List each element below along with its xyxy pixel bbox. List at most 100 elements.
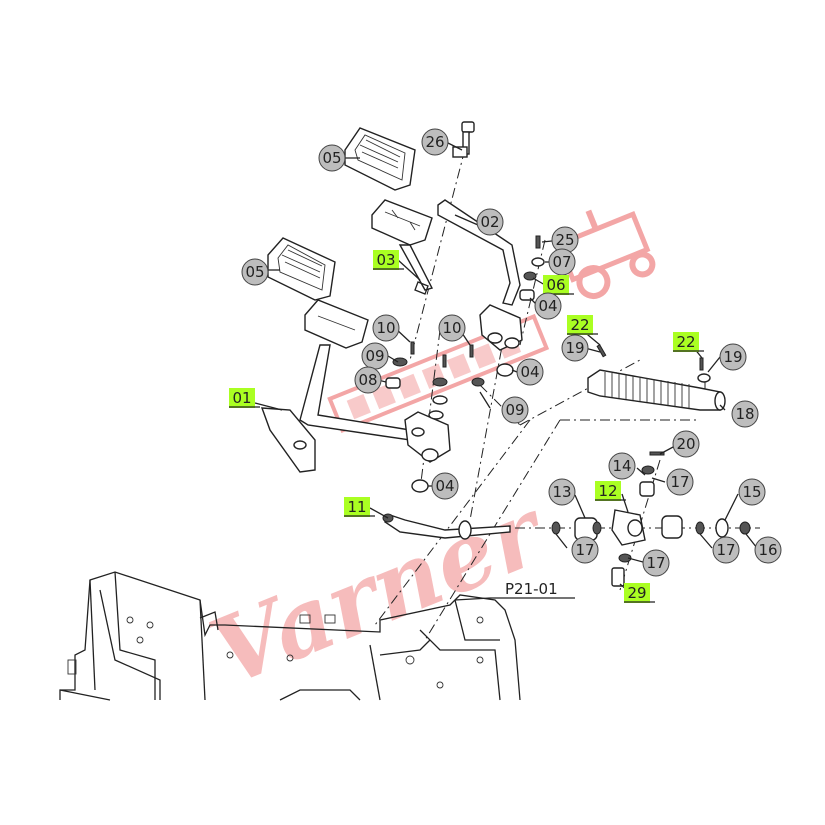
callout-label: 16	[758, 541, 777, 559]
shaft-hardware	[551, 451, 751, 587]
callout-bubble	[534, 292, 562, 320]
callout-13: 13	[548, 478, 576, 506]
callout-highlight	[624, 583, 650, 603]
callout-07: 07	[548, 248, 576, 276]
callout-highlight	[543, 275, 569, 295]
callout-12: 12	[595, 481, 626, 501]
callout-label: 03	[376, 251, 395, 269]
cross-shaft-assembly	[382, 451, 751, 587]
callout-bubble	[642, 549, 670, 577]
callout-label: 29	[627, 584, 646, 602]
callout-08: 08	[354, 366, 382, 394]
callout-label: 12	[598, 482, 617, 500]
callout-14: 14	[608, 452, 636, 480]
callout-bubble	[666, 468, 694, 496]
callout-label: 17	[575, 541, 594, 559]
callout-05: 05	[318, 144, 346, 172]
pedal-pad-lower	[267, 237, 336, 301]
callout-label: 02	[480, 213, 499, 231]
callout-label: 10	[442, 319, 461, 337]
callout-label: 13	[552, 483, 571, 501]
left-hardware-stack	[385, 341, 485, 493]
pedal-plate-lower	[304, 299, 369, 349]
callout-04: 04	[516, 358, 544, 386]
callout-label: 19	[723, 348, 742, 366]
callout-label: 22	[676, 333, 695, 351]
bolt-26	[452, 121, 475, 158]
pedal-plate-upper	[371, 199, 433, 246]
callout-19: 19	[561, 334, 589, 362]
callout-label: 17	[646, 554, 665, 572]
callout-highlight	[373, 250, 399, 270]
callout-17: 17	[666, 468, 694, 496]
callout-bubble	[438, 314, 466, 342]
callout-29: 29	[624, 583, 655, 603]
callout-bubble	[754, 536, 782, 564]
callout-label: 05	[322, 149, 341, 167]
frame-callout-label: P21-01	[505, 580, 558, 598]
callout-11: 11	[344, 497, 375, 517]
axis-line-mid	[469, 329, 506, 521]
callout-label: 14	[612, 457, 631, 475]
pedal-pad-upper	[344, 127, 416, 191]
callout-label: 15	[742, 483, 761, 501]
callout-10: 10	[372, 314, 400, 342]
callout-bubble	[608, 452, 636, 480]
callout-19: 19	[719, 343, 747, 371]
callout-label: 22	[570, 316, 589, 334]
callout-highlight	[344, 497, 370, 517]
callout-04: 04	[534, 292, 562, 320]
upper-pedal-assembly	[344, 121, 545, 377]
callout-16: 16	[754, 536, 782, 564]
callout-17: 17	[642, 549, 670, 577]
callout-label: 25	[555, 231, 574, 249]
callout-label: 04	[435, 477, 454, 495]
callout-label: 01	[232, 389, 251, 407]
callout-label: 17	[716, 541, 735, 559]
spring-18	[587, 344, 726, 411]
callout-09: 09	[501, 396, 529, 424]
callout-17: 17	[712, 536, 740, 564]
callout-05: 05	[241, 258, 269, 286]
callout-highlight	[595, 481, 621, 501]
callout-06: 06	[543, 275, 574, 295]
callout-25: 25	[551, 226, 579, 254]
callout-label: 11	[347, 498, 366, 516]
pedal-arm-upper	[398, 244, 434, 291]
callout-label: 09	[365, 347, 384, 365]
callout-09: 09	[361, 342, 389, 370]
callout-bubble	[421, 128, 449, 156]
callout-bubble	[501, 396, 529, 424]
callout-03: 03	[373, 250, 404, 270]
callout-highlight	[673, 332, 699, 352]
callout-bubble	[476, 208, 504, 236]
callout-bubble	[431, 472, 459, 500]
axis-line-right-stack	[519, 239, 546, 346]
pivot-bracket-lower	[404, 411, 451, 463]
callout-label: 17	[670, 473, 689, 491]
callout-04: 04	[431, 472, 459, 500]
axis-line-spring-left	[519, 359, 641, 426]
callout-label: 08	[358, 371, 377, 389]
callout-bubble	[712, 536, 740, 564]
callout-bubble	[354, 366, 382, 394]
watermark-band	[327, 313, 550, 434]
callout-label: 04	[520, 363, 539, 381]
callout-highlight	[567, 315, 593, 335]
callout-bubble	[548, 478, 576, 506]
cross-shaft-11	[384, 514, 511, 539]
callout-label: 19	[565, 339, 584, 357]
callout-bubble	[738, 478, 766, 506]
axis-line-left-stack	[419, 329, 441, 491]
callout-17: 17	[571, 536, 599, 564]
callout-bubble	[719, 343, 747, 371]
callout-bubble	[318, 144, 346, 172]
callout-10: 10	[438, 314, 466, 342]
callout-label: 04	[538, 297, 557, 315]
callout-label: 10	[376, 319, 395, 337]
callout-label: 06	[546, 276, 565, 294]
callout-22: 22	[673, 332, 704, 352]
callout-label: 18	[735, 405, 754, 423]
